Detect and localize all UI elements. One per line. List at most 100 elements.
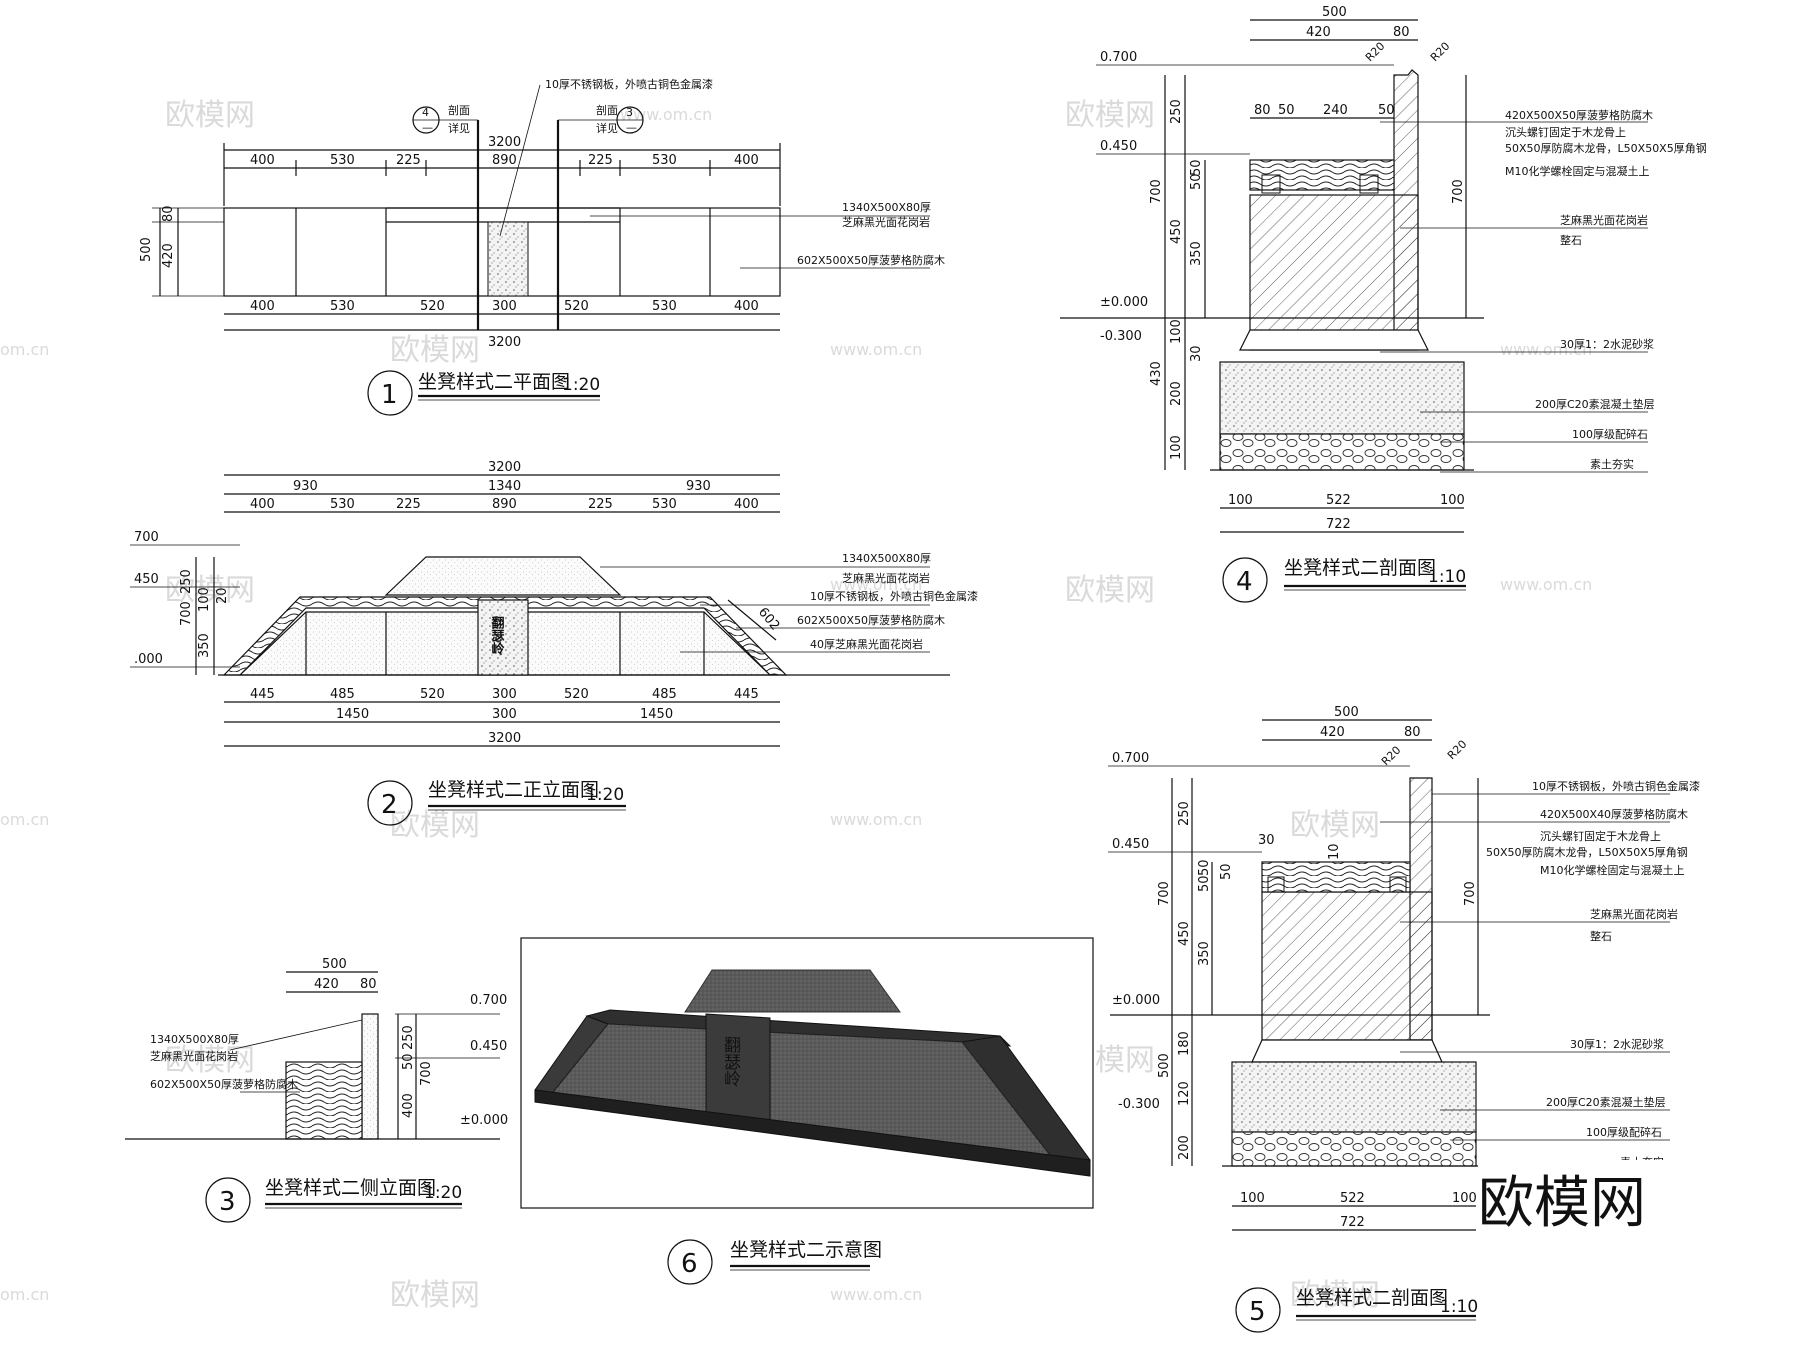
perspective-top-slab — [684, 969, 901, 1013]
watermark-brand: 欧模网 — [390, 333, 480, 368]
dim-label: 50 — [1278, 103, 1295, 118]
drawing-number-circle — [367, 780, 413, 826]
side-wood-seat — [285, 1061, 363, 1140]
dim-label: 80 — [360, 977, 377, 992]
drawing-4-section: 500 420 80 R20 R20 250 700 50 50 450 350… — [1060, 5, 1707, 603]
dim-label: 80 — [1404, 725, 1421, 740]
dim-label: 890 — [492, 497, 517, 512]
watermark-site-short: om.cn — [0, 1285, 49, 1304]
drawing-5-section: 500 420 80 R20 R20 250 50 50 50 700 450 … — [1108, 705, 1700, 1333]
material-note: 200厚C20素混凝土垫层 — [1546, 1095, 1666, 1109]
granite-top-slab — [384, 556, 622, 596]
callout-label: 剖面 — [448, 103, 470, 117]
material-note: 沉头螺钉固定于木龙骨上 — [1505, 125, 1626, 139]
callout-label: 剖面 — [596, 103, 618, 117]
drawing-number: 3 — [219, 1187, 236, 1217]
radius-label: R20 — [1363, 40, 1387, 64]
material-note: 1340X500X80厚 — [842, 201, 931, 214]
level-label: 450 — [134, 572, 159, 587]
dim-label: 400 — [734, 497, 759, 512]
watermark-brand: 欧模网 — [165, 1043, 255, 1078]
material-note: 素土夯实 — [1590, 457, 1634, 471]
dim-label: 50 — [1197, 875, 1212, 892]
section-5-notes: 10厚不锈钢板，外喷古铜色金属漆 420X500X40厚菠萝格防腐木 沉头螺钉固… — [1380, 779, 1700, 1169]
watermark-brand: 欧模网 — [390, 1278, 480, 1313]
drawing-title: 坐凳样式二剖面图 — [1296, 1287, 1448, 1309]
material-note: M10化学螺栓固定与混凝土上 — [1540, 863, 1685, 877]
granite-body — [1261, 891, 1433, 1041]
dim-label: 100 — [1228, 493, 1253, 508]
dim-label: 445 — [734, 687, 759, 702]
dim-label: 50 — [401, 1053, 416, 1070]
callout-number: 4 — [422, 106, 429, 119]
dim-label: 700 — [1149, 179, 1164, 204]
dim-label: 400 — [734, 153, 759, 168]
side-granite-panel — [361, 1013, 379, 1140]
drawing-number-circle — [205, 1177, 251, 1223]
mortar-bed — [1251, 1039, 1443, 1063]
wood-seat — [1261, 861, 1411, 893]
dim-label: 530 — [330, 497, 355, 512]
material-note: 602X500X50厚菠萝格防腐木 — [797, 253, 945, 267]
material-note: 50X50厚防腐木龙骨，L50X50X5厚角钢 — [1486, 845, 1688, 859]
dim-diagonal: 602 — [755, 605, 782, 634]
dim-label: 50 — [1197, 859, 1212, 876]
dim-label: 100 — [1169, 435, 1184, 460]
dim-label: 500 — [1334, 705, 1359, 720]
material-note: 602X500X50厚菠萝格防腐木 — [797, 613, 945, 627]
dim-label: 1340 — [488, 479, 521, 494]
dim-label: 300 — [492, 707, 517, 722]
material-note: 整石 — [1590, 929, 1612, 943]
level-label: -0.300 — [1100, 329, 1142, 344]
perspective-plaque-text: 翻瑟岭 — [720, 1036, 741, 1087]
level-label: -0.300 — [1118, 1097, 1160, 1112]
level-label: ±0.000 — [460, 1113, 508, 1128]
watermark-site: www.om.cn — [830, 810, 922, 829]
dim-label: 300 — [492, 299, 517, 314]
material-note: 420X500X40厚菠萝格防腐木 — [1540, 807, 1688, 821]
dim-label: 520 — [420, 687, 445, 702]
drawing-number-circle — [367, 370, 413, 416]
drawing-6-perspective: 翻瑟岭 6 坐凳样式二示意图 — [520, 937, 1094, 1285]
watermark-brand: 欧模网 — [1065, 573, 1155, 608]
drawing-2-front-elevation: 3200 930 1340 930 400 530 225 890 225 53… — [130, 460, 978, 826]
material-note: 1340X500X80厚 — [150, 1033, 239, 1046]
gravel-layer — [1231, 1131, 1477, 1167]
drawing-scale: 1:10 — [1428, 567, 1466, 587]
dim-label: 100 — [197, 587, 212, 612]
dim-label: 485 — [652, 687, 677, 702]
dim-label: 450 — [1169, 219, 1184, 244]
dim-label: 400 — [401, 1093, 416, 1118]
watermark-site: www.om.cn — [830, 1285, 922, 1304]
watermark-site-short: om.cn — [0, 810, 49, 829]
mortar-bed — [1239, 329, 1429, 351]
level-label: 0.450 — [470, 1039, 507, 1054]
dim-label: 890 — [492, 153, 517, 168]
radius-label: R20 — [1445, 738, 1469, 762]
dim-label: 50 — [1189, 159, 1204, 176]
drawing-title: 坐凳样式二正立面图 — [428, 779, 599, 801]
dim-label: 500 — [1322, 5, 1347, 20]
dim-label: 80 — [1254, 103, 1271, 118]
drawing-number: 2 — [381, 790, 398, 820]
material-note: 50X50厚防腐木龙骨，L50X50X5厚角钢 — [1505, 141, 1707, 155]
dim-label: 520 — [564, 687, 589, 702]
level-label: 700 — [134, 530, 159, 545]
material-note: 200厚C20素混凝土垫层 — [1535, 397, 1655, 411]
dim-label: 700 — [179, 601, 194, 626]
dim-label: 80 — [161, 205, 176, 222]
material-note: 30厚1：2水泥砂浆 — [1560, 337, 1654, 351]
dim-label: 700 — [1451, 179, 1466, 204]
dim-label: 530 — [330, 153, 355, 168]
dim-label: 250 — [1177, 801, 1192, 826]
dim-label: 300 — [492, 687, 517, 702]
dim-label: 530 — [652, 299, 677, 314]
dim-label: 530 — [652, 153, 677, 168]
callout-dash: — — [626, 121, 637, 134]
material-note: 40厚芝麻黑光面花岗岩 — [810, 637, 923, 651]
dim-label: 250 — [179, 569, 194, 594]
level-label: 0.450 — [1112, 837, 1149, 852]
radius-label: R20 — [1379, 744, 1403, 768]
material-note: 芝麻黑光面花岗岩 — [1590, 907, 1678, 921]
dim-label: 530 — [652, 497, 677, 512]
